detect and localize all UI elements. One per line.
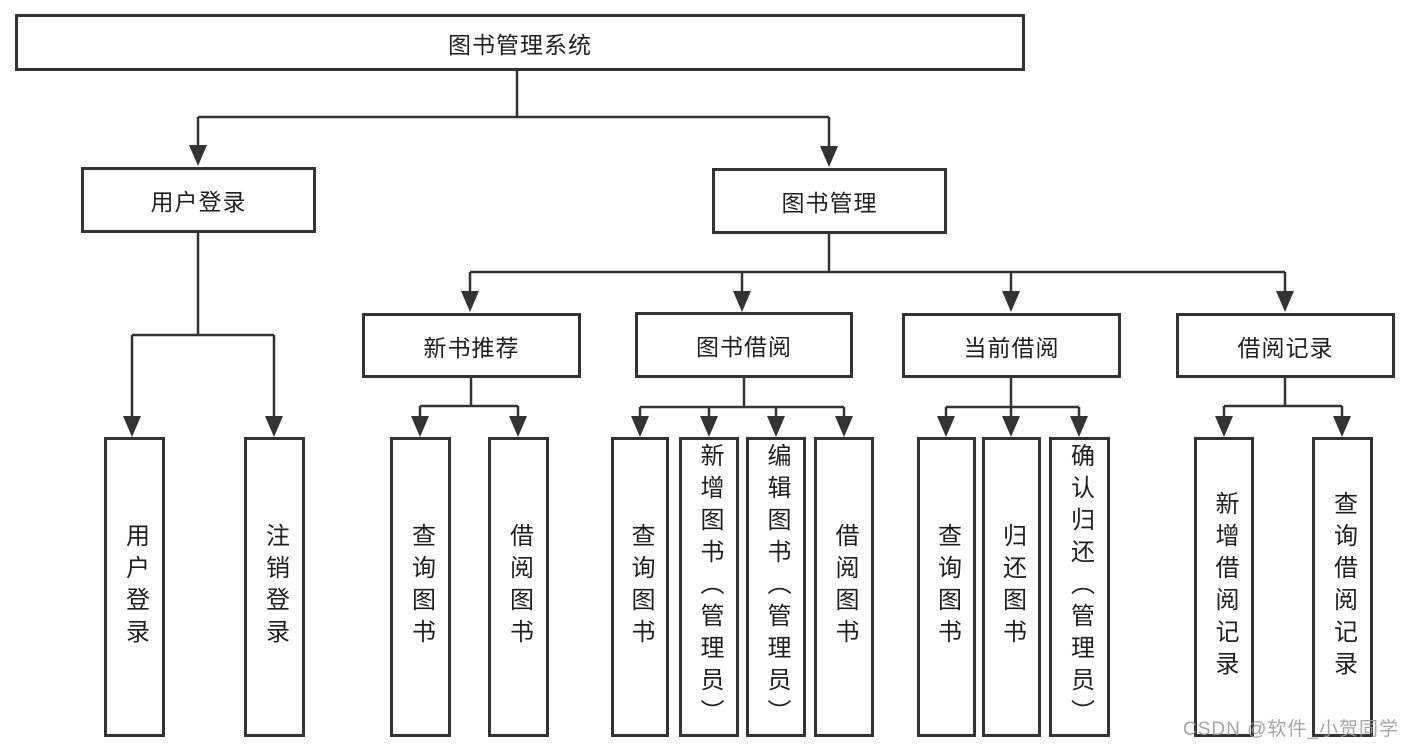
leaf-query-books-borrow: 查询图书 [611, 437, 669, 737]
leaf-add-borrow-record: 新增借阅记录 [1194, 437, 1254, 737]
leaf-user-login: 用户登录 [104, 437, 165, 737]
leaf-edit-book-admin: 编辑图书（管理员） [746, 437, 806, 737]
node-book-management: 图书管理 [712, 168, 947, 234]
leaf-query-books-recommend: 查询图书 [390, 437, 451, 737]
node-label: 用户登录 [150, 189, 247, 215]
watermark: CSDN @软件_小贺同学 [1183, 719, 1399, 740]
leaf-label: 查询图书 [933, 523, 961, 651]
leaf-query-books-current: 查询图书 [917, 437, 976, 737]
leaf-return-book: 归还图书 [982, 437, 1041, 737]
node-label: 图书管理 [781, 190, 878, 216]
leaf-label: 查询图书 [627, 523, 654, 651]
leaf-label: 新增借阅记录 [1211, 491, 1238, 683]
leaf-label: 归还图书 [998, 523, 1026, 651]
node-new-book-recommend: 新书推荐 [362, 313, 581, 378]
leaf-confirm-return-admin: 确认归还（管理员） [1049, 437, 1110, 737]
node-label: 当前借阅 [963, 334, 1060, 361]
leaf-label: 查询借阅记录 [1329, 491, 1357, 683]
node-label: 图书管理系统 [448, 31, 592, 58]
leaf-label: 查询图书 [407, 523, 435, 651]
leaf-label: 确认归还（管理员） [1066, 443, 1094, 731]
leaf-label: 编辑图书（管理员） [763, 443, 790, 731]
leaf-label: 注销登录 [261, 523, 289, 651]
node-borrow-records: 借阅记录 [1176, 313, 1395, 378]
leaf-borrow-books: 借阅图书 [814, 437, 874, 737]
leaf-label: 用户登录 [121, 523, 149, 651]
leaf-label: 借阅图书 [505, 523, 533, 651]
leaf-add-book-admin: 新增图书（管理员） [679, 437, 739, 737]
leaf-query-borrow-record: 查询借阅记录 [1312, 437, 1373, 737]
node-label: 借阅记录 [1237, 334, 1334, 361]
node-root: 图书管理系统 [15, 14, 1025, 71]
leaf-logout: 注销登录 [244, 437, 305, 737]
leaf-borrow-books-recommend: 借阅图书 [488, 437, 549, 737]
leaf-label: 新增图书（管理员） [696, 443, 723, 731]
node-user-login: 用户登录 [81, 167, 316, 233]
node-book-borrow: 图书借阅 [635, 312, 853, 378]
arrow-heads [123, 145, 1351, 437]
node-current-borrow: 当前借阅 [902, 313, 1121, 378]
leaf-label: 借阅图书 [831, 523, 858, 651]
node-label: 新书推荐 [423, 334, 520, 361]
node-label: 图书借阅 [696, 334, 792, 360]
